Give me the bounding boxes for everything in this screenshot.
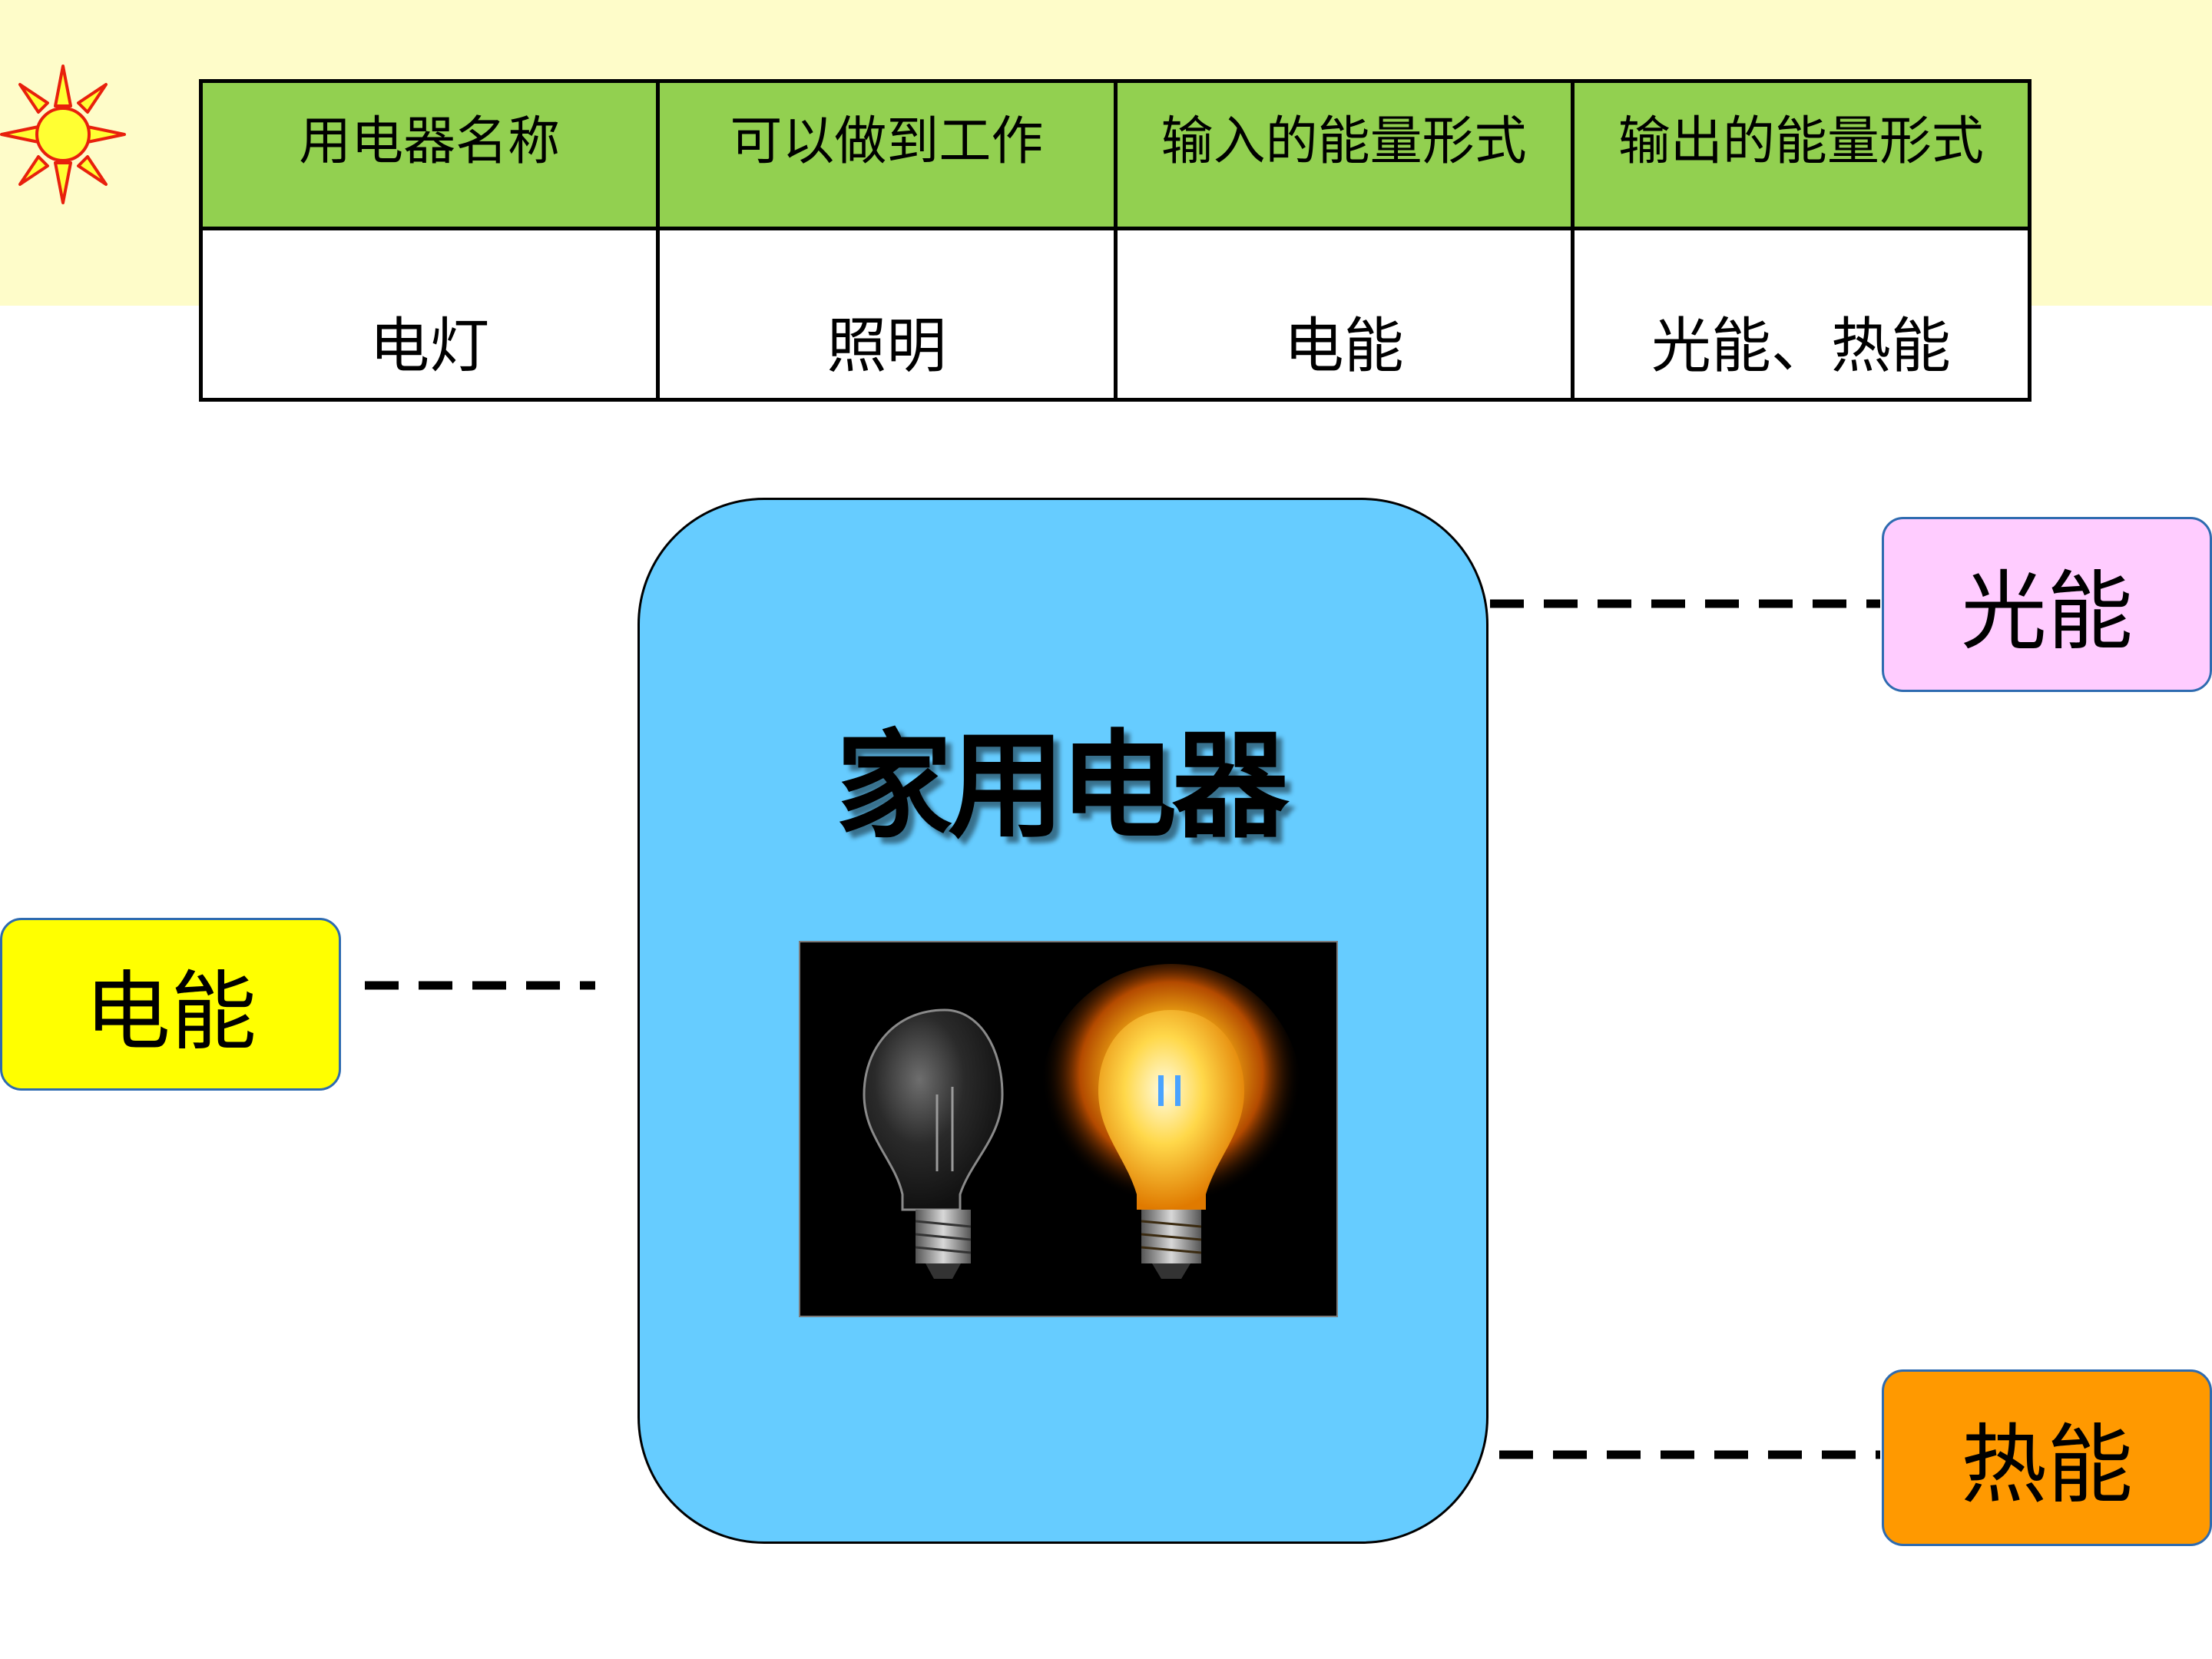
energy-table: 用电器名称 可以做到工作 输入的能量形式 输出的能量形式 电灯 照明 电能 光能… (198, 79, 2032, 402)
cell-input-energy: 电能 (1113, 227, 1575, 402)
cell-appliance-name: 电灯 (198, 227, 661, 402)
lit-bulb-icon (1041, 964, 1302, 1279)
cell-work-done: 照明 (656, 227, 1118, 402)
header-output-energy: 输出的能量形式 (1570, 79, 2032, 230)
output-heat-energy-box: 热能 (1882, 1369, 2212, 1546)
unlit-bulb-icon (863, 1008, 1004, 1279)
cell-output-energy: 光能、热能 (1570, 227, 2032, 402)
input-energy-box: 电能 (0, 918, 341, 1091)
light-bulbs-photo (799, 941, 1338, 1317)
header-work-done: 可以做到工作 (656, 79, 1118, 230)
output-light-energy-box: 光能 (1882, 517, 2212, 692)
header-appliance-name: 用电器名称 (198, 79, 661, 230)
table-row: 电灯 照明 电能 光能、热能 (198, 227, 2032, 402)
table-header-row: 用电器名称 可以做到工作 输入的能量形式 输出的能量形式 (198, 79, 2032, 230)
sun-icon (0, 65, 126, 204)
header-input-energy: 输入的能量形式 (1113, 79, 1575, 230)
device-title: 家用电器 (836, 718, 1289, 854)
